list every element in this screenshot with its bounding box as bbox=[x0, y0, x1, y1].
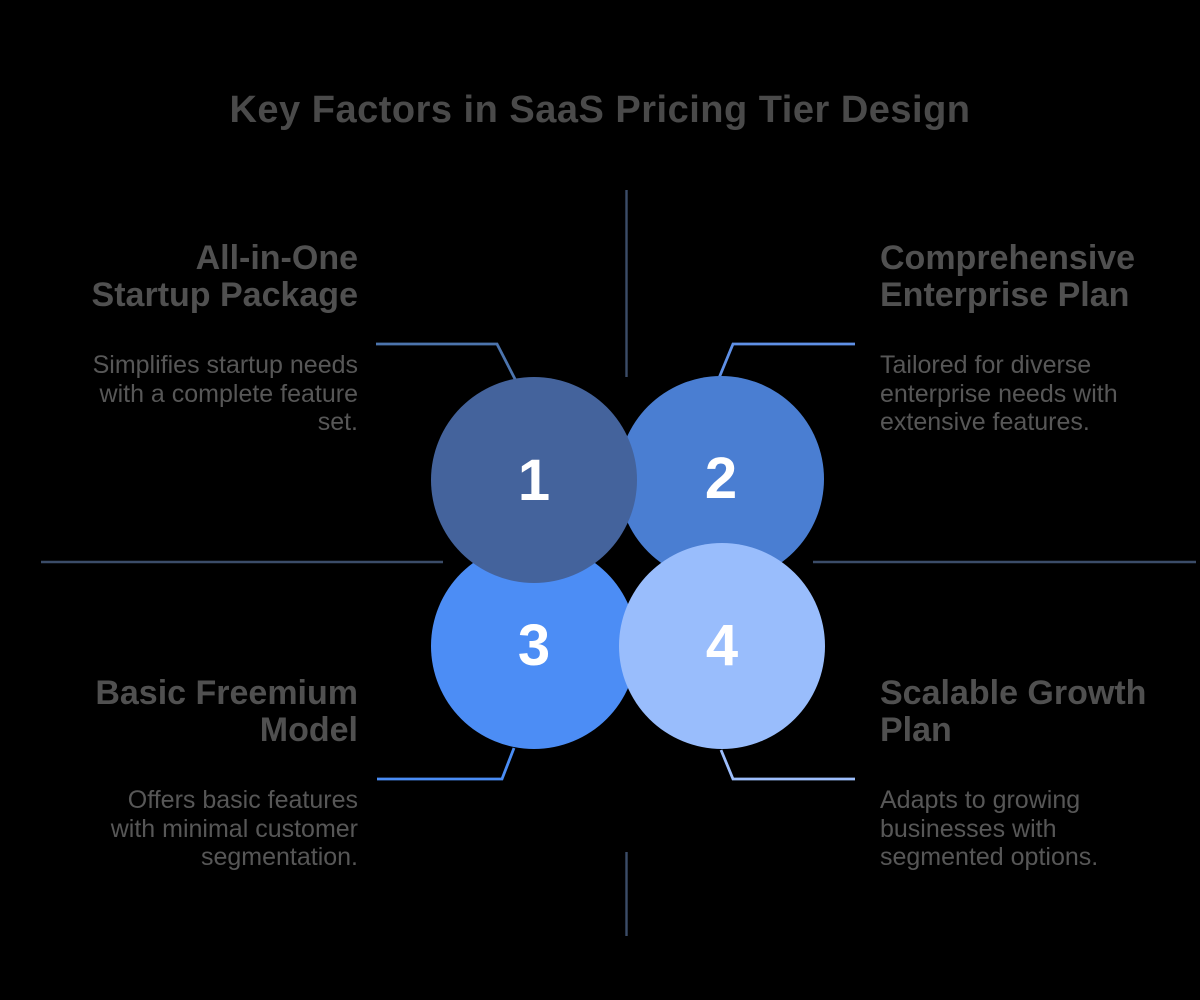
item-3-block: Basic Freemium Model Offers basic featur… bbox=[38, 675, 358, 872]
item-1-body: Simplifies startup needs with a complete… bbox=[92, 351, 358, 436]
item-4-heading: Scalable Growth Plan bbox=[880, 674, 1147, 749]
item-4-body: Adapts to growing businesses with segmen… bbox=[880, 786, 1099, 871]
connector-item-3 bbox=[377, 747, 516, 781]
diagram-title: Key Factors in SaaS Pricing Tier Design bbox=[229, 89, 971, 131]
item-2-body: Tailored for diverse enterprise needs wi… bbox=[880, 351, 1118, 436]
circle-1 bbox=[431, 377, 637, 583]
item-2-heading: Comprehensive Enterprise Plan bbox=[880, 239, 1136, 314]
item-3-body: Offers basic features with minimal custo… bbox=[110, 786, 358, 871]
item-4-block: Scalable Growth Plan Adapts to growing b… bbox=[880, 675, 1200, 872]
connector-item-1 bbox=[376, 342, 518, 382]
circle-1-number: 1 bbox=[517, 448, 551, 513]
circle-3 bbox=[431, 543, 637, 749]
circle-4 bbox=[619, 543, 825, 749]
connector-item-2 bbox=[717, 342, 855, 379]
circle-4-number: 4 bbox=[705, 613, 739, 678]
item-2-block: Comprehensive Enterprise Plan Tailored f… bbox=[880, 240, 1200, 437]
circle-2-number: 2 bbox=[704, 446, 738, 511]
circle-2 bbox=[618, 376, 824, 582]
item-1-heading: All-in-One Startup Package bbox=[91, 239, 358, 314]
circle-3-number: 3 bbox=[517, 613, 551, 678]
connector-item-4 bbox=[719, 749, 855, 781]
item-1-block: All-in-One Startup Package Simplifies st… bbox=[38, 240, 358, 437]
item-3-heading: Basic Freemium Model bbox=[95, 674, 358, 749]
